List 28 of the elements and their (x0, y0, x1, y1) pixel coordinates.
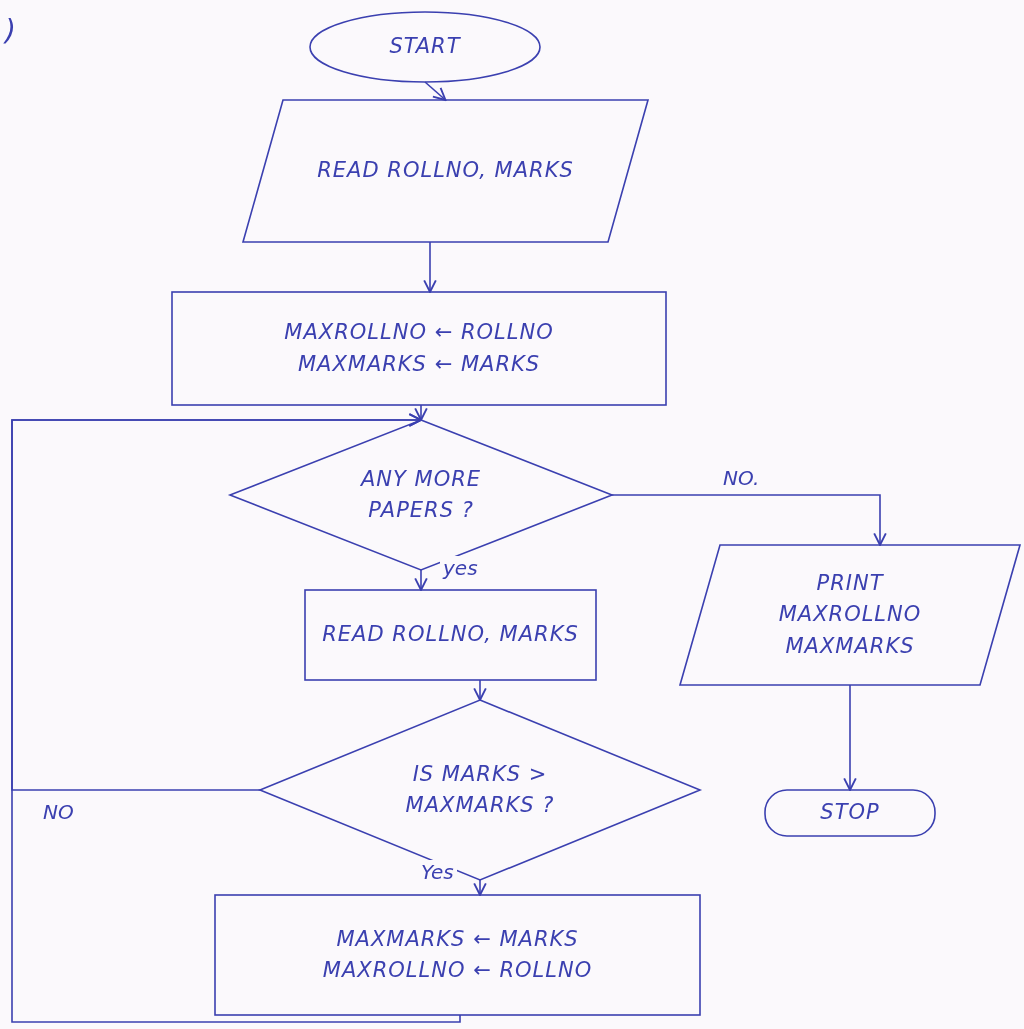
node-text: MAXMARKS ← MARKS (297, 350, 541, 378)
node-text: PRINT MAXROLLNO MAXMARKS (777, 569, 923, 660)
arrow (11, 413, 461, 1023)
decision-diamond (260, 700, 700, 880)
node-text: STOP (820, 799, 880, 827)
arrow (611, 494, 887, 546)
arrow (424, 81, 447, 101)
node-text: MAXROLLNO ← ROLLNO (322, 957, 593, 984)
node-text: MAXMARKS ← MARKS (336, 925, 579, 953)
arrow (423, 241, 437, 293)
node-text: MAXROLLNO ← ROLLNO (284, 319, 554, 346)
node-text: IS MARKS > MAXMARKS ? (404, 760, 556, 819)
terminal-oval (310, 12, 540, 82)
arrow (414, 404, 428, 421)
node-text: READ ROLLNO, MARKS (322, 621, 579, 649)
node-text: READ ROLLNO, MARKS (317, 157, 574, 185)
io-parallelogram (243, 100, 648, 242)
node-text: START (389, 33, 461, 61)
process-box (215, 895, 700, 1015)
arrow (473, 879, 487, 896)
node-text: ANY MORE PAPERS ? (359, 465, 483, 524)
io-parallelogram (680, 545, 1020, 685)
arrow (843, 684, 857, 791)
process-box (172, 292, 666, 405)
arrow (414, 569, 428, 591)
edge-label: yes (440, 556, 481, 580)
arrow (473, 679, 487, 701)
process-box (305, 590, 596, 680)
